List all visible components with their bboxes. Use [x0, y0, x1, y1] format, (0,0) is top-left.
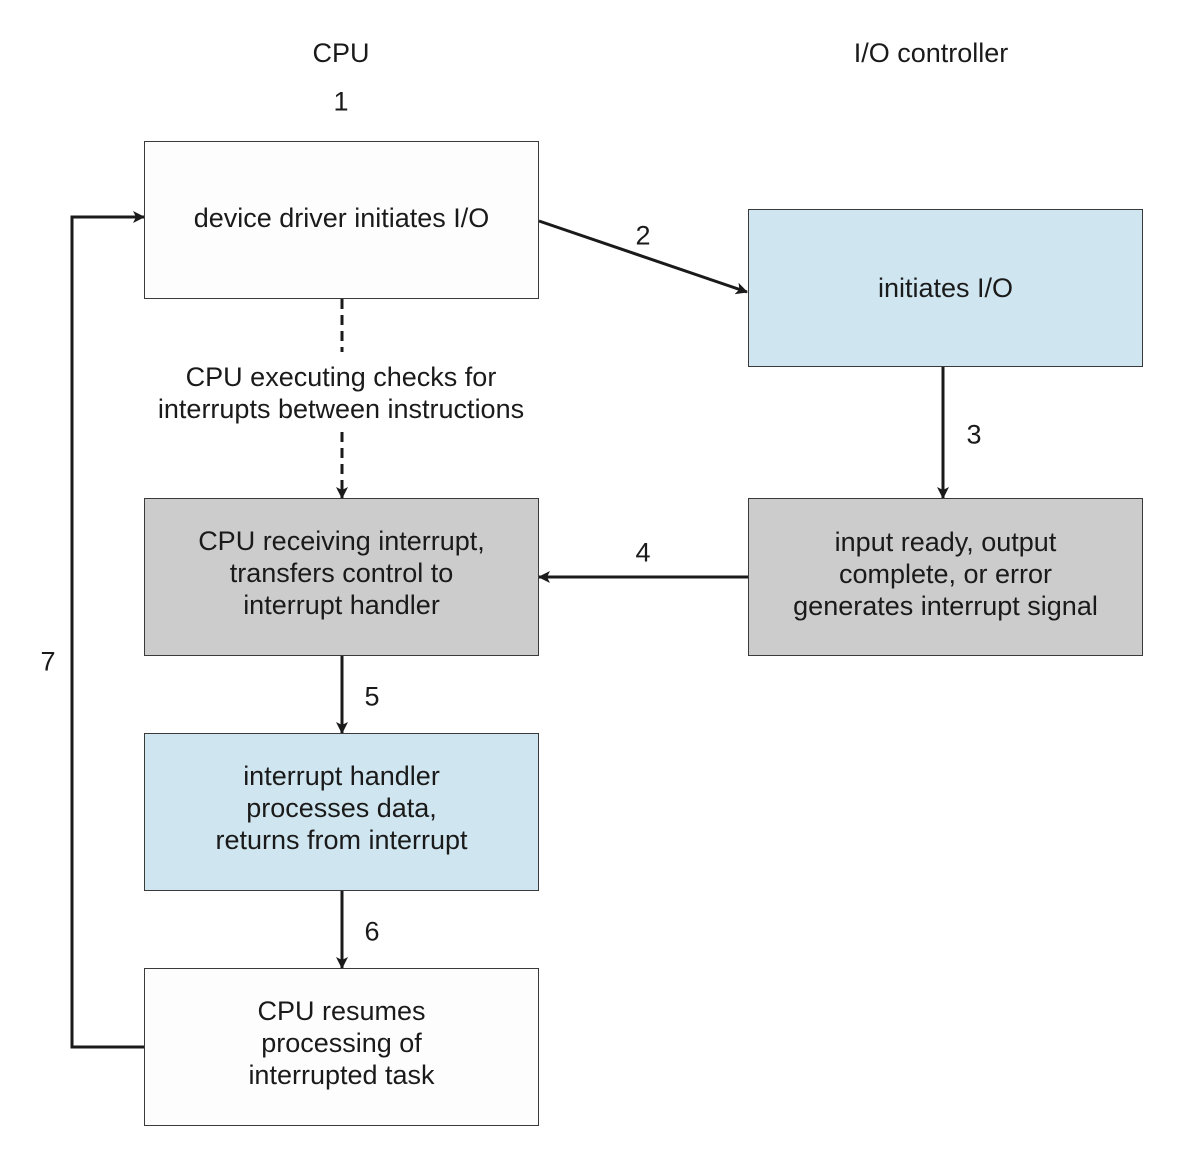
step-label-6: 6 [364, 916, 380, 947]
box-interrupt-handler-processes: interrupt handler processes data, return… [144, 733, 539, 891]
cpu-executing-note: CPU executing checks for interrupts betw… [157, 362, 525, 424]
arrow-step-2 [538, 219, 748, 295]
box-label: input ready, output complete, or error g… [793, 527, 1098, 621]
box-device-driver-initiates-io: device driver initiates I/O [144, 141, 539, 299]
step-label-1: 1 [333, 86, 349, 117]
box-cpu-resumes: CPU resumes processing of interrupted ta… [144, 968, 539, 1126]
box-io-initiates: initiates I/O [748, 209, 1143, 367]
box-io-ready-interrupt-signal: input ready, output complete, or error g… [748, 498, 1143, 656]
step-label-4: 4 [635, 537, 651, 568]
step-label-2: 2 [635, 220, 651, 251]
box-label: interrupt handler processes data, return… [215, 761, 468, 855]
step-label-5: 5 [364, 681, 380, 712]
step-label-7: 7 [40, 646, 56, 677]
box-label: device driver initiates I/O [193, 203, 490, 233]
box-cpu-receiving-interrupt: CPU receiving interrupt, transfers contr… [144, 498, 539, 656]
box-label: initiates I/O [877, 273, 1014, 303]
box-label: CPU resumes processing of interrupted ta… [248, 996, 435, 1090]
column-title-io-controller: I/O controller [853, 38, 1009, 68]
column-title-cpu: CPU [312, 38, 370, 68]
box-label: CPU receiving interrupt, transfers contr… [198, 526, 485, 620]
arrow-step-7-loop [70, 211, 145, 1049]
step-label-3: 3 [966, 419, 982, 450]
